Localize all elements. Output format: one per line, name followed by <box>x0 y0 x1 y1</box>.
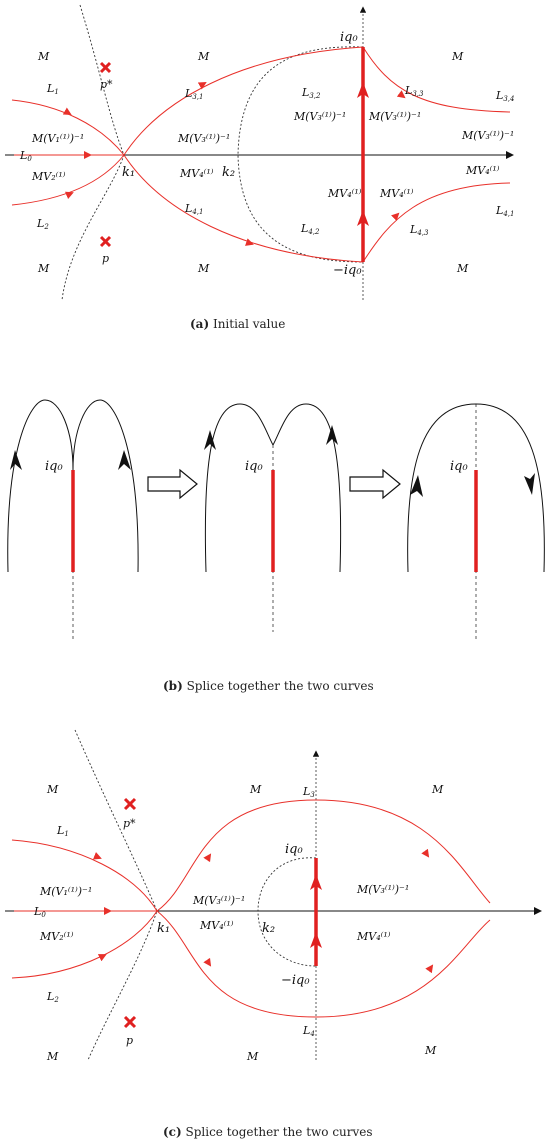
label-L43: L4,3 <box>409 223 429 237</box>
label-MV3inv-c: M(V₃⁽¹⁾)⁻¹ <box>368 110 421 123</box>
label-pstar: p* <box>100 78 113 91</box>
caption-b: (b) Splice together the two curves <box>163 679 374 693</box>
contour-L33-arrow <box>396 90 406 99</box>
label-k1-c: k₁ <box>157 921 170 936</box>
label-L41: L4,1 <box>184 202 203 216</box>
label-M-tl: M <box>37 50 50 63</box>
contour-L3-c <box>156 799 491 912</box>
label-L32: L3,2 <box>301 86 321 100</box>
cross-pstar-c <box>123 797 137 811</box>
cut-arrow-upper <box>357 82 369 98</box>
label-L1-c: L1 <box>56 824 69 838</box>
label-iq0-b2: iq₀ <box>245 459 263 474</box>
label-MV3inv-a-c: M(V₃⁽¹⁾)⁻¹ <box>192 894 245 907</box>
label-M-tm: M <box>197 50 210 63</box>
label-MV4-b: MV₄⁽¹⁾ <box>327 187 362 200</box>
splice-step-1: iq₀ <box>7 399 139 642</box>
dashed-curve-k1 <box>61 4 125 301</box>
label-M-bl-c: M <box>46 1050 59 1063</box>
contour-L33 <box>362 46 511 113</box>
label-minus-iq0-c: −iq₀ <box>281 973 310 988</box>
label-MV3inv-b-c: M(V₃⁽¹⁾)⁻¹ <box>356 883 409 896</box>
label-L0: L0 <box>19 149 32 163</box>
label-MV3inv-d: M(V₃⁽¹⁾)⁻¹ <box>461 129 514 142</box>
label-M-bl: M <box>37 262 50 275</box>
label-p: p <box>102 252 109 265</box>
label-MV3inv-b: M(V₃⁽¹⁾)⁻¹ <box>293 110 346 123</box>
label-k2-c: k₂ <box>262 921 275 936</box>
label-k2: k₂ <box>222 165 235 180</box>
label-p-c: p <box>126 1034 133 1047</box>
label-k1: k₁ <box>122 165 135 180</box>
label-MV1inv-c: M(V₁⁽¹⁾)⁻¹ <box>39 885 92 898</box>
label-iq0-c: iq₀ <box>285 842 303 857</box>
label-M-tr: M <box>451 50 464 63</box>
label-L2-c: L2 <box>46 990 59 1004</box>
contour-L2 <box>11 154 125 206</box>
contour-L2-c <box>11 910 158 979</box>
label-L33: L3,3 <box>404 84 424 98</box>
label-MV1inv: M(V₁⁽¹⁾)⁻¹ <box>31 132 84 145</box>
label-iq0: iq₀ <box>340 30 358 45</box>
label-MV4-d: MV₄⁽¹⁾ <box>465 164 500 177</box>
contour-L41 <box>123 154 364 263</box>
label-L4-c: L4 <box>302 1024 315 1038</box>
contour-L1 <box>11 99 125 156</box>
dashed-curve-k2-c <box>257 857 317 967</box>
dashed-curve-k2 <box>237 46 364 263</box>
caption-c: (c) Splice together the two curves <box>163 1125 373 1139</box>
label-MV4-a-c: MV₄⁽¹⁾ <box>199 919 234 932</box>
splice-step-3: iq₀ <box>407 403 545 642</box>
hollow-arrow-2 <box>349 468 401 500</box>
cross-p-c <box>123 1015 137 1029</box>
label-M-br-c: M <box>424 1044 437 1057</box>
label-M-br: M <box>456 262 469 275</box>
label-MV2: MV₂⁽¹⁾ <box>31 170 66 183</box>
cut-arrow-lower <box>357 210 369 226</box>
cross-p <box>99 235 112 248</box>
label-M-tl-c: M <box>46 783 59 796</box>
panel-c: M M M M M M L1 L0 L2 L3 L4 p* p k₁ k₂ iq… <box>5 729 542 1139</box>
label-iq0-b3: iq₀ <box>450 459 468 474</box>
contour-L1-c <box>11 839 158 912</box>
label-MV3inv-a: M(V₃⁽¹⁾)⁻¹ <box>177 132 230 145</box>
label-M-tr-c: M <box>431 783 444 796</box>
contour-L4-c <box>156 910 491 1018</box>
contour-L43 <box>362 182 511 263</box>
label-L34: L3,4 <box>495 89 514 103</box>
label-L0-c: L0 <box>33 905 46 919</box>
label-minus-iq0: −iq₀ <box>333 263 362 278</box>
panel-a: M M M M M M L1 L0 L2 L3,1 L3,2 L3,3 L3,4… <box>5 4 514 331</box>
label-L41-right: L4,1 <box>495 204 514 218</box>
label-MV4-a: MV₄⁽¹⁾ <box>179 167 214 180</box>
panel-b: iq₀ iq₀ iq₀ (b) Splice together the tw <box>7 399 545 693</box>
label-L42: L4,2 <box>300 222 320 236</box>
cross-pstar <box>99 61 112 74</box>
label-pstar-c: p* <box>123 817 136 830</box>
label-L2: L2 <box>36 217 49 231</box>
label-L1: L1 <box>46 82 59 96</box>
caption-a: (a) Initial value <box>190 317 285 331</box>
hollow-arrow-1 <box>147 468 198 500</box>
label-MV2-c: MV₂⁽¹⁾ <box>39 930 74 943</box>
label-L3-c: L3 <box>302 785 315 799</box>
label-M-tm-c: M <box>249 783 262 796</box>
contour-L31 <box>123 46 364 156</box>
label-M-bm: M <box>197 262 210 275</box>
label-M-bm-c: M <box>246 1050 259 1063</box>
label-L31: L3,1 <box>184 87 203 101</box>
label-MV4-b-c: MV₄⁽¹⁾ <box>356 930 391 943</box>
contour-L1-arrow <box>62 107 72 116</box>
splice-step-2: iq₀ <box>204 403 342 632</box>
label-MV4-c: MV₄⁽¹⁾ <box>379 187 414 200</box>
label-iq0-b1: iq₀ <box>45 459 63 474</box>
